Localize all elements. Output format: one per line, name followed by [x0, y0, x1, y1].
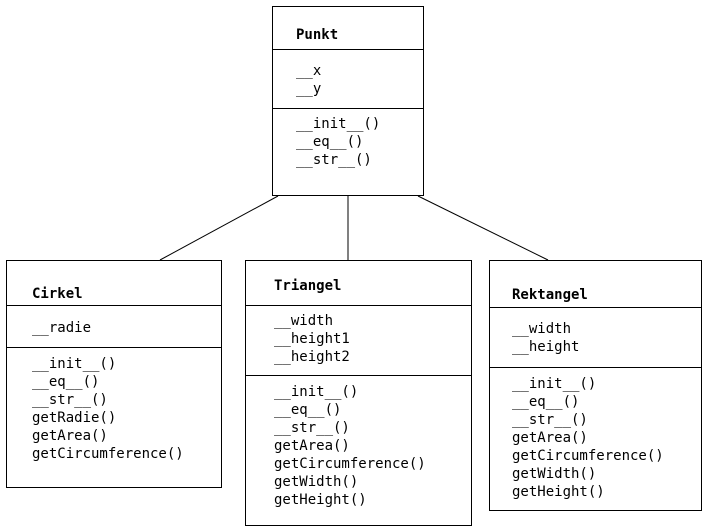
method: __init__() [274, 384, 359, 400]
class-name: Cirkel [32, 286, 83, 302]
attribute: __x [296, 63, 322, 79]
class-box-cirkel: Cirkel __radie __init__() __eq__() __str… [6, 260, 222, 488]
methods-section: __init__() __eq__() __str__() getArea() … [246, 376, 471, 509]
attribute: __width [274, 313, 334, 329]
methods-section: __init__() __eq__() __str__() getArea() … [490, 368, 701, 501]
method: __init__() [32, 356, 117, 372]
method: __init__() [296, 116, 381, 132]
method: __str__() [296, 152, 372, 168]
attributes-section: __x __y [273, 50, 423, 109]
method: __str__() [512, 412, 588, 428]
method: getCircumference() [274, 456, 426, 472]
attributes-section: __width __height1 __height2 [246, 306, 471, 376]
attributes-section: __width __height [490, 308, 701, 368]
method: getHeight() [274, 492, 367, 508]
method: getRadie() [32, 410, 117, 426]
method: __str__() [274, 420, 350, 436]
attribute: __height2 [274, 349, 350, 365]
attributes-section: __radie [7, 306, 221, 348]
method: __init__() [512, 376, 597, 392]
method: getArea() [512, 430, 588, 446]
class-box-punkt: Punkt __x __y __init__() __eq__() __str_… [272, 6, 424, 196]
method: getCircumference() [32, 446, 184, 462]
method: __eq__() [32, 374, 100, 390]
class-name-section: Rektangel [490, 261, 701, 308]
attribute: __y [296, 81, 322, 97]
class-name-section: Cirkel [7, 261, 221, 306]
methods-section: __init__() __eq__() __str__() getRadie()… [7, 348, 221, 463]
attribute: __height1 [274, 331, 350, 347]
method: __eq__() [512, 394, 580, 410]
method: getArea() [32, 428, 108, 444]
method: getWidth() [512, 466, 597, 482]
method: getWidth() [274, 474, 359, 490]
connector-cirkel-punkt [159, 195, 279, 261]
method: __str__() [32, 392, 108, 408]
method: getHeight() [512, 484, 605, 500]
method: getCircumference() [512, 448, 664, 464]
attribute: __height [512, 339, 580, 355]
class-box-triangel: Triangel __width __height1 __height2 __i… [245, 260, 472, 526]
method: __eq__() [274, 402, 342, 418]
class-name: Punkt [296, 27, 339, 43]
connector-rektangel-punkt [417, 195, 549, 261]
class-name: Rektangel [512, 287, 588, 303]
class-name: Triangel [274, 278, 342, 294]
attribute: __radie [32, 320, 92, 336]
class-name-section: Punkt [273, 7, 423, 50]
method: getArea() [274, 438, 350, 454]
class-box-rektangel: Rektangel __width __height __init__() __… [489, 260, 702, 511]
attribute: __width [512, 321, 572, 337]
method: __eq__() [296, 134, 364, 150]
class-name-section: Triangel [246, 261, 471, 306]
methods-section: __init__() __eq__() __str__() [273, 109, 423, 169]
